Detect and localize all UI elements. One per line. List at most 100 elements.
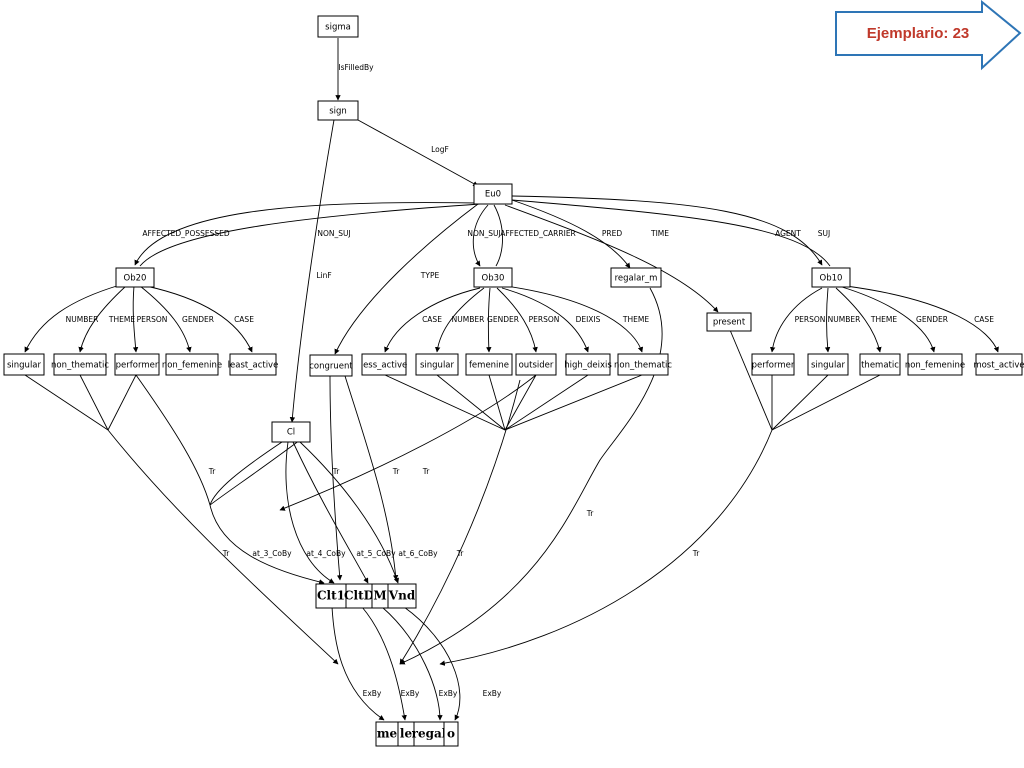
edge-ob20-merge-2 <box>79 374 109 431</box>
label-ob10-number: NUMBER <box>828 315 861 324</box>
label-tr-6: Tr <box>456 549 464 558</box>
node-ob10-performer[interactable]: performer <box>751 353 795 376</box>
node-ob30-singular[interactable]: singular <box>415 353 459 376</box>
node-ob20-performer[interactable]: performer <box>114 353 160 376</box>
edge-logf <box>357 119 479 187</box>
edge-ob20-tr <box>107 429 339 665</box>
edge-eu0-present <box>504 204 719 313</box>
node-sigma[interactable]: sigma <box>317 15 359 38</box>
node-ob20-non-femenine[interactable]: non_femenine <box>162 353 222 376</box>
svg-text:M: M <box>373 589 386 603</box>
edge-eu0-ob30-b <box>493 204 503 267</box>
svg-text:Clt1: Clt1 <box>317 589 345 603</box>
edge-ob20-nonthematic <box>78 285 127 353</box>
label-agent: AGENT <box>775 229 801 238</box>
node-less-active[interactable]: less_active <box>361 353 408 376</box>
node-sign[interactable]: sign <box>317 100 359 121</box>
svg-text:Cl: Cl <box>287 428 295 438</box>
node-ob10-singular[interactable]: singular <box>807 353 849 376</box>
edge-ob30-singular <box>434 287 485 353</box>
node-ob20-non-thematic[interactable]: non_thematic <box>51 353 109 376</box>
node-me[interactable]: me <box>375 721 399 747</box>
label-ob30-gender: GENDER <box>487 315 519 324</box>
svg-text:femenine: femenine <box>469 361 509 371</box>
edge-ob10-merge-3 <box>771 374 881 431</box>
edge-ob10-tr <box>439 429 773 666</box>
edge-eu0-regalar <box>511 199 631 269</box>
node-ob10[interactable]: Ob10 <box>811 267 851 288</box>
node-ob20[interactable]: Ob20 <box>115 267 155 288</box>
label-tr-5: Tr <box>422 467 430 476</box>
label-time: TIME <box>650 229 669 238</box>
edge-ob30-highdeixis <box>501 287 589 353</box>
node-most-active[interactable]: most_active <box>973 353 1024 376</box>
node-outsider[interactable]: outsider <box>515 353 557 376</box>
svg-text:regal: regal <box>412 727 447 741</box>
edges <box>24 38 999 721</box>
node-regalar-m[interactable]: regalar_m <box>610 267 662 288</box>
svg-text:singular: singular <box>811 361 846 371</box>
svg-text:Ob20: Ob20 <box>124 274 147 284</box>
label-affected-possessed: AFFECTED_POSSESSED <box>142 229 230 238</box>
label-at5: at_5_CoBy <box>356 549 396 558</box>
edge-ob30-lessactive <box>384 287 481 353</box>
node-clt1[interactable]: Clt1 <box>315 583 347 609</box>
edge-ob30-merge-5 <box>504 374 589 431</box>
edge-ob20-merge-3 <box>107 374 137 431</box>
label-ob30-theme: THEME <box>622 315 649 324</box>
node-ob20-least-active[interactable]: least_active <box>228 353 279 376</box>
svg-text:singular: singular <box>420 361 455 371</box>
label-at3: at_3_CoBy <box>252 549 292 558</box>
edge-congruent-tr-2 <box>344 375 399 581</box>
edge-ob20-nonfemenine <box>139 285 192 353</box>
label-exby-2: ExBy <box>401 689 420 698</box>
label-ob10-person: PERSON <box>795 315 826 324</box>
svg-text:congruent: congruent <box>309 362 353 372</box>
node-o[interactable]: o <box>443 721 459 747</box>
label-tr-7: Tr <box>586 509 594 518</box>
edge-ob30-outsider <box>496 287 538 353</box>
edge-ob10-thematic <box>835 287 882 353</box>
edge-eu0-ob30-a <box>472 204 489 267</box>
svg-text:most_active: most_active <box>973 361 1024 371</box>
svg-text:Ob10: Ob10 <box>820 274 843 284</box>
label-suj: SUJ <box>818 229 830 238</box>
label-ob30-number: NUMBER <box>452 315 485 324</box>
node-regal[interactable]: regal <box>412 721 447 747</box>
node-vnd[interactable]: Vnd <box>387 583 417 609</box>
svg-text:le: le <box>400 727 413 741</box>
svg-text:performer: performer <box>116 361 159 371</box>
node-ob30-non-thematic[interactable]: non_thematic <box>614 353 672 376</box>
node-m[interactable]: M <box>371 583 389 609</box>
svg-text:regalar_m: regalar_m <box>615 274 658 284</box>
badge-label: Ejemplario: 23 <box>867 25 970 42</box>
node-cltd[interactable]: CltD <box>344 583 374 609</box>
label-ob20-gender: GENDER <box>182 315 214 324</box>
label-isfilledby: IsFilledBy <box>338 63 374 72</box>
node-ob10-non-femenine[interactable]: non_femenine <box>905 353 965 376</box>
label-type: TYPE <box>420 271 440 280</box>
svg-text:CltD: CltD <box>344 589 374 603</box>
edge-ob30-nonthematic <box>505 285 644 353</box>
label-non-suj-1: NON_SUJ <box>317 229 350 238</box>
edge-ob10-merge-2 <box>771 374 829 431</box>
edge-cl-at3 <box>209 441 325 585</box>
node-congruent[interactable]: congruent <box>309 354 353 377</box>
label-ob20-person: PERSON <box>137 315 168 324</box>
svg-text:non_femenine: non_femenine <box>905 361 965 371</box>
node-ob30[interactable]: Ob30 <box>473 267 513 288</box>
label-ob10-theme: THEME <box>870 315 897 324</box>
node-high-deixis[interactable]: high_deixis <box>564 353 612 376</box>
node-ob20-singular[interactable]: singular <box>3 353 45 376</box>
label-at4: at_4_CoBy <box>306 549 346 558</box>
label-tr-1: Tr <box>208 467 216 476</box>
node-cl[interactable]: Cl <box>271 421 311 443</box>
edge-ob30-merge-1 <box>384 374 506 431</box>
edge-ob30-femenine <box>486 287 492 353</box>
node-thematic[interactable]: thematic <box>859 353 901 376</box>
node-femenine[interactable]: femenine <box>465 353 513 376</box>
edge-ob20-performer <box>132 285 139 353</box>
node-eu0[interactable]: Eu0 <box>473 183 513 205</box>
svg-text:non_thematic: non_thematic <box>614 361 672 371</box>
node-present[interactable]: present <box>706 312 752 332</box>
